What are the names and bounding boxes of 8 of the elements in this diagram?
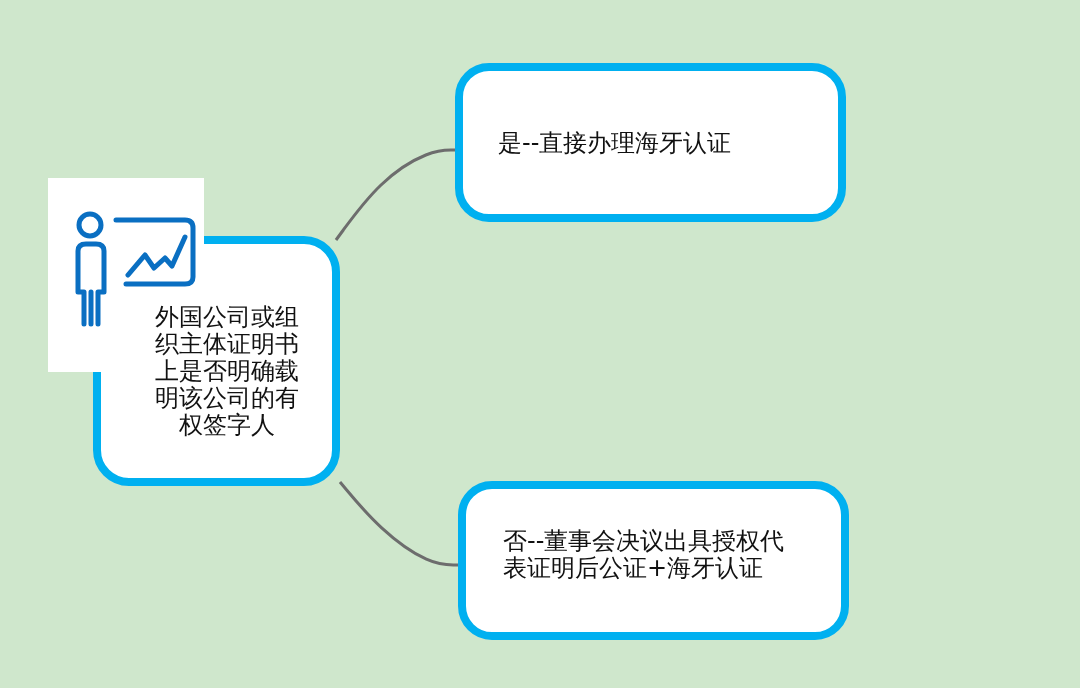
node-text: 否--董事会决议出具授权代表证明后公证+海牙认证 — [503, 528, 786, 582]
node-text: 外国公司或组织主体证明书上是否明确载明该公司的有权签字人 — [154, 304, 300, 439]
connector-line — [338, 481, 458, 567]
rounded-box — [455, 63, 846, 222]
connector-line — [334, 148, 455, 241]
node-text: 是--直接办理海牙认证 — [498, 130, 733, 157]
rounded-box — [458, 481, 849, 640]
icon-text-box — [48, 178, 340, 486]
